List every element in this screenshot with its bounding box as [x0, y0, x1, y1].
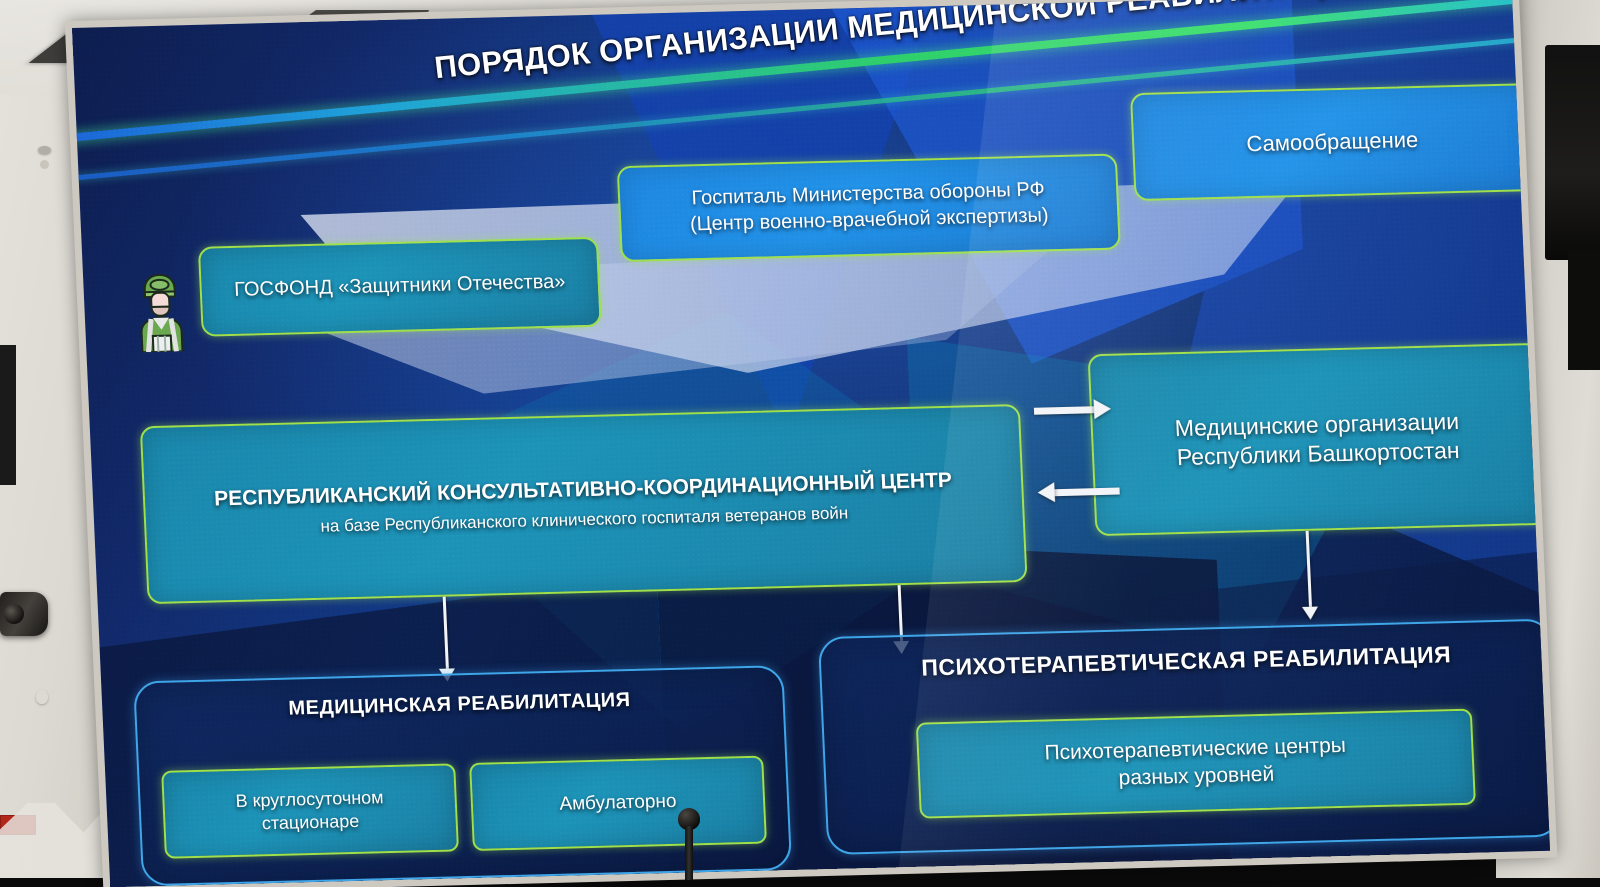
arrow-center-to-right-shaft: [1034, 406, 1098, 415]
psycho-rehab-container: ПСИХОТЕРАПЕВТИЧЕСКАЯ РЕАБИЛИТАЦИЯ Психот…: [818, 619, 1550, 855]
wall-speaker-icon: [0, 592, 48, 636]
medical-rehab-option-inpatient-line2: стационаре: [261, 810, 359, 835]
source-node-self-referral[interactable]: Самообращение: [1130, 83, 1535, 201]
slide-canvas: ПОРЯДОК ОРГАНИЗАЦИИ МЕДИЦИНСКОЙ РЕАБИЛИТ…: [72, 0, 1550, 887]
arrow-center-to-medical-shaft: [443, 597, 449, 675]
medical-rehab-option-inpatient-line1: В круглосуточном: [235, 786, 384, 813]
medical-rehab-option-inpatient[interactable]: В круглосуточном стационаре: [161, 763, 459, 858]
right-wall-dark-fixture: [1545, 45, 1600, 260]
center-node-coordination-center[interactable]: РЕСПУБЛИКАНСКИЙ КОНСУЛЬТАТИВНО-КООРДИНАЦ…: [140, 404, 1028, 604]
wall-fixture-icon: [40, 160, 49, 169]
presentation-screen: ПОРЯДОК ОРГАНИЗАЦИИ МЕДИЦИНСКОЙ РЕАБИЛИТ…: [72, 0, 1550, 887]
psycho-rehab-option-centers-line2: разных уровней: [1118, 762, 1275, 793]
source-node-hospital-mod[interactable]: Госпиталь Министерства обороны РФ (Центр…: [617, 154, 1121, 263]
source-node-self-referral-label: Самообращение: [1246, 126, 1419, 158]
psycho-rehab-title: ПСИХОТЕРАПЕВТИЧЕСКАЯ РЕАБИЛИТАЦИЯ: [821, 639, 1550, 684]
medical-rehab-title: МЕДИЦИНСКАЯ РЕАБИЛИТАЦИЯ: [136, 685, 783, 724]
right-node-line2: Республики Башкортостан: [1176, 436, 1460, 473]
wall-mount-screw-icon: [36, 690, 48, 704]
source-node-gosfond-label: ГОСФОНД «Защитники Отечества»: [234, 270, 566, 304]
psycho-rehab-option-centers[interactable]: Психотерапевтические центры разных уровн…: [916, 709, 1476, 819]
smoke-detector-icon: [38, 146, 51, 154]
soldier-icon: [131, 265, 191, 352]
right-wall-dark-fixture-lower: [1568, 250, 1600, 370]
psycho-rehab-option-centers-line1: Психотерапевтические центры: [1044, 733, 1346, 767]
medical-rehab-option-outpatient-line1: Амбулаторно: [559, 790, 677, 817]
arrow-right-to-psycho-shaft: [1306, 531, 1313, 613]
microphone-icon: [676, 808, 702, 878]
arrow-right-to-psycho-head: [1302, 607, 1319, 620]
right-node-medical-organizations[interactable]: Медицинские организации Республики Башко…: [1088, 343, 1548, 536]
arrow-right-to-center-head: [1037, 482, 1055, 502]
medical-rehab-option-outpatient[interactable]: Амбулаторно: [469, 756, 767, 851]
wall-panel: [0, 345, 16, 485]
microphone-stem: [685, 826, 693, 880]
arrow-center-to-right-head: [1094, 399, 1112, 419]
source-node-gosfond[interactable]: ГОСФОНД «Защитники Отечества»: [198, 237, 602, 337]
